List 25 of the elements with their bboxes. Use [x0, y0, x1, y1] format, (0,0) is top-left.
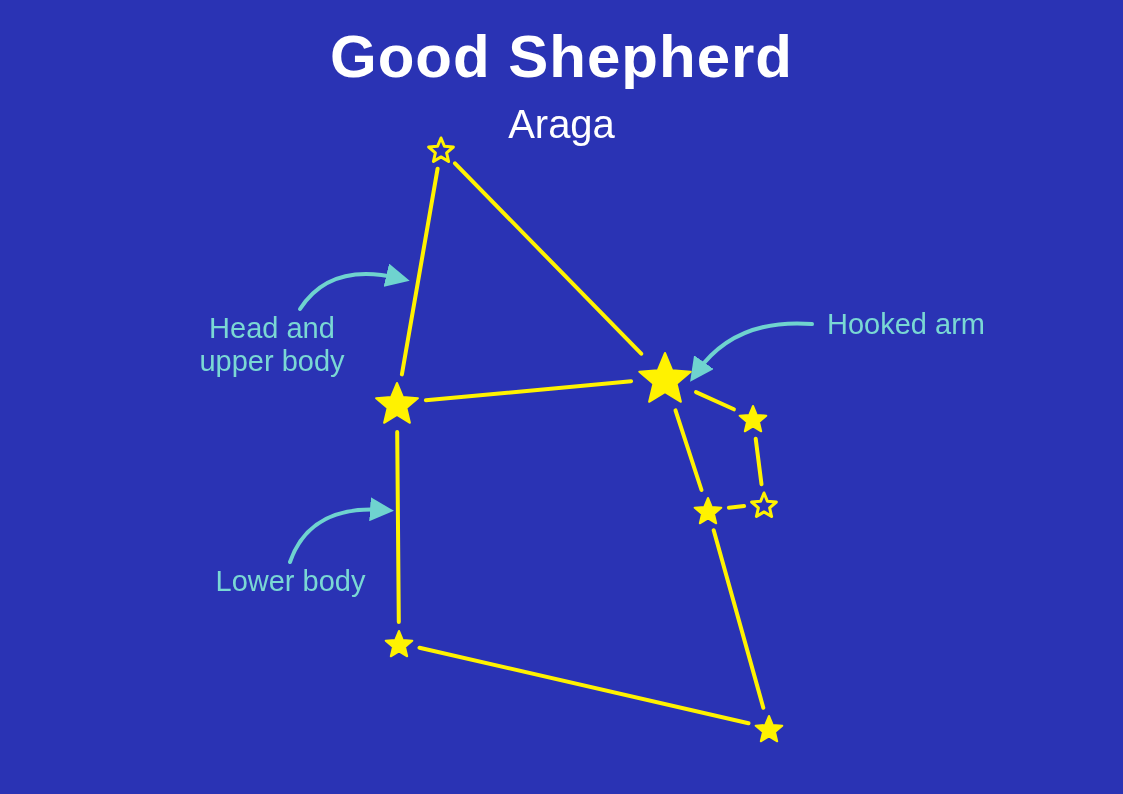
star-icon	[751, 491, 777, 517]
constellation-line	[726, 504, 747, 510]
subtitle: Araga	[507, 102, 616, 147]
constellation-line	[399, 166, 440, 377]
leader-arrow	[298, 263, 410, 311]
annotation-text: Hooked arm	[815, 308, 997, 341]
star-icon	[428, 136, 454, 162]
constellation-line	[673, 408, 704, 492]
constellation-line	[453, 161, 644, 356]
leader-arrow	[288, 497, 394, 564]
star-icon	[694, 496, 722, 524]
constellation-line	[694, 390, 736, 412]
constellation-line	[711, 528, 766, 710]
star-icon	[375, 381, 419, 425]
constellation-line	[753, 436, 764, 487]
leader-arrow	[689, 321, 814, 382]
star-icon	[739, 404, 767, 432]
constellation-line	[417, 645, 751, 726]
constellation-line	[423, 379, 634, 403]
annotation-text: Lower body	[203, 565, 378, 598]
star-icon	[638, 351, 692, 405]
annotation-text: Head and upper body	[177, 312, 367, 378]
star-icon	[755, 714, 783, 742]
star-icon	[385, 629, 413, 657]
title: Good Shepherd	[329, 22, 794, 91]
